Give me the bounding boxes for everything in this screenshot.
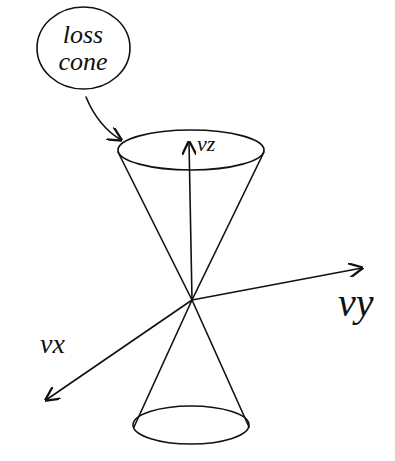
- callout-text: loss cone: [52, 21, 114, 76]
- axis-label: vz: [197, 133, 215, 155]
- axis-label: vy: [338, 283, 374, 323]
- axis-label: vx: [40, 330, 65, 358]
- cone-bottom-rim: [133, 406, 249, 444]
- vy-axis: [192, 268, 362, 300]
- cone-top-rim: [118, 130, 264, 170]
- bubble-ellipse: [37, 7, 130, 89]
- leader-arrow: [86, 97, 121, 140]
- callout-bubble: loss cone: [35, 5, 132, 91]
- cone-side: [118, 152, 249, 427]
- vx-axis: [46, 300, 192, 400]
- vz-axis: [189, 142, 192, 300]
